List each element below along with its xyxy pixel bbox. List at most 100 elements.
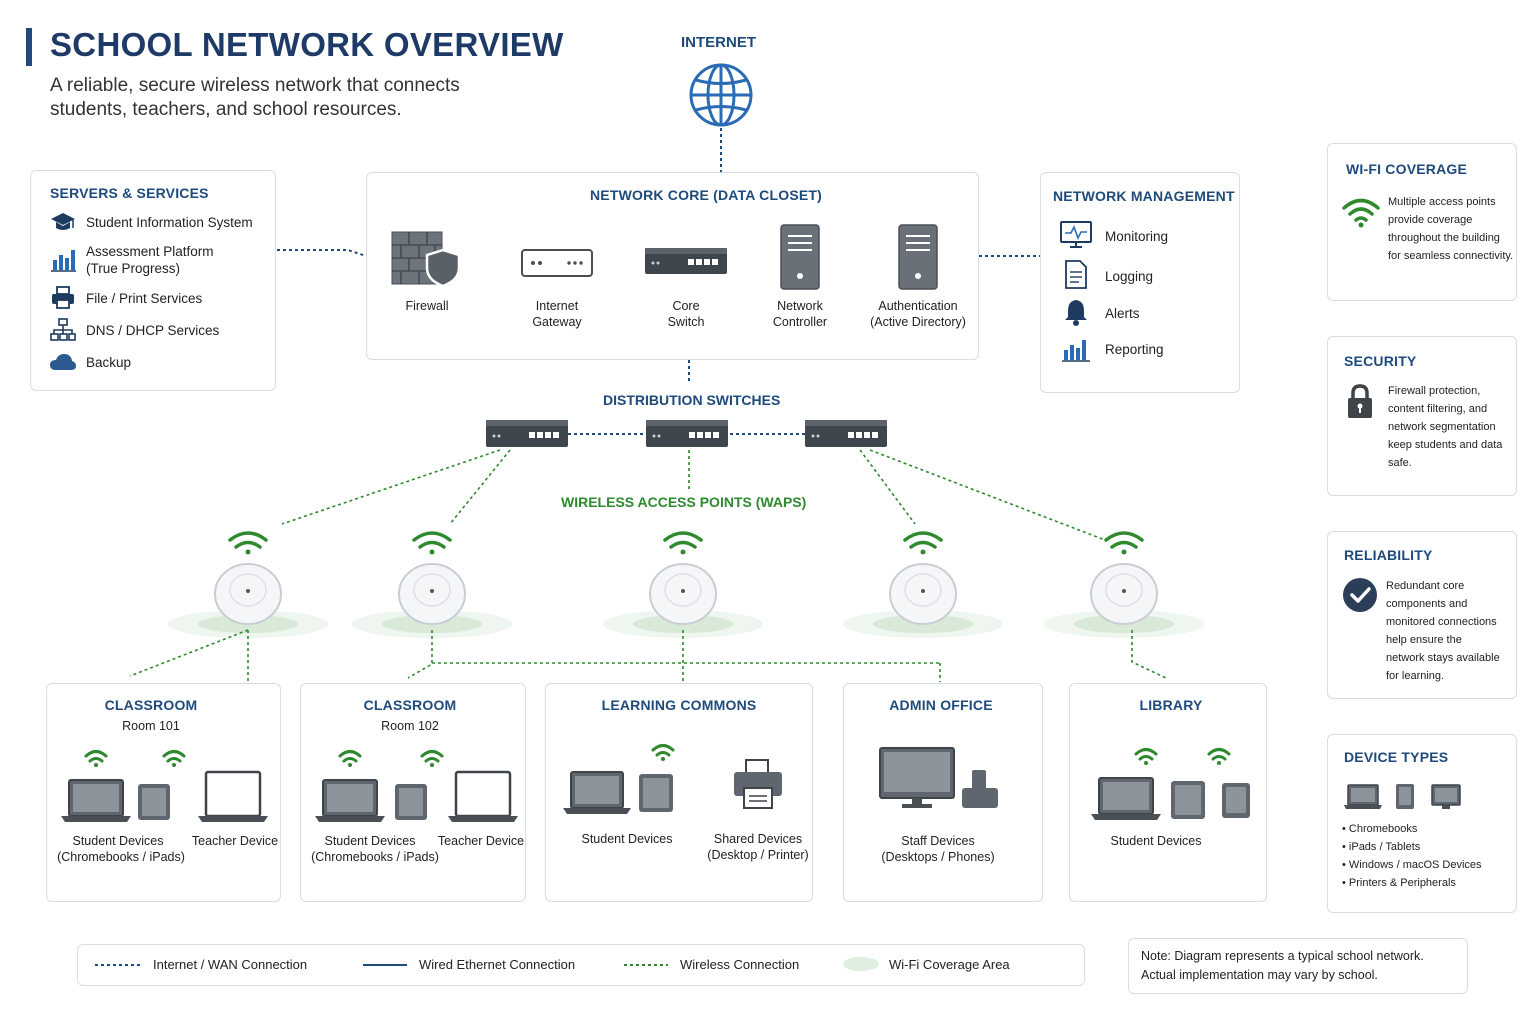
access-point-icon <box>649 531 717 625</box>
sidebar-line: for seamless connectivity. <box>1388 250 1514 262</box>
student-devices-icon <box>1091 748 1250 820</box>
core-device-auth-line1: Authentication <box>878 299 958 313</box>
sidebar-title: DEVICE TYPES <box>1344 749 1449 765</box>
room-subtitle: Room 101 <box>122 719 180 733</box>
management-title: NETWORK MANAGEMENT <box>1053 188 1235 204</box>
sidebar-line: content filtering, and <box>1388 403 1488 415</box>
device-group-label: Student Devices <box>1110 834 1202 848</box>
page-title: SCHOOL NETWORK OVERVIEW <box>50 26 564 63</box>
printer-icon <box>52 286 74 309</box>
note-line2: Actual implementation may vary by school… <box>1141 968 1378 982</box>
switch-icon <box>645 248 727 274</box>
mgmt-item-reporting: Reporting <box>1105 342 1164 357</box>
legend-swatch-wired <box>363 964 407 966</box>
document-icon <box>1065 260 1087 289</box>
shared-devices-icon <box>563 744 782 814</box>
room-title: ADMIN OFFICE <box>889 697 993 713</box>
core-device-gateway-line1: Internet <box>535 299 579 313</box>
room-title: LEARNING COMMONS <box>601 697 757 713</box>
server-item-backup: Backup <box>86 355 132 370</box>
devices-icon <box>1344 784 1461 809</box>
core-device-switch-line2: Switch <box>667 315 705 329</box>
server-item-assessment-sub: (True Progress) <box>86 261 181 276</box>
network-tree-icon <box>50 318 76 341</box>
room-title: LIBRARY <box>1139 697 1203 713</box>
core-device-controller-line1: Network <box>777 299 823 313</box>
sidebar-line: keep students and data <box>1388 439 1503 451</box>
firewall-icon <box>391 231 461 288</box>
legend-swatch-wireless <box>624 964 668 966</box>
device-group-sublabel: (Desktops / Phones) <box>881 850 995 864</box>
mgmt-item-alerts: Alerts <box>1105 306 1140 321</box>
room-title: CLASSROOM <box>363 697 457 713</box>
sidebar-line: safe. <box>1388 457 1412 469</box>
sidebar-line: • Windows / macOS Devices <box>1342 859 1482 871</box>
legend-swatch-coverage <box>843 957 879 971</box>
cloud-icon <box>50 354 76 370</box>
access-point-icon <box>214 531 282 625</box>
lock-icon <box>1348 384 1372 418</box>
core-device-switch-line1: Core <box>672 299 700 313</box>
sidebar-title: SECURITY <box>1344 353 1417 369</box>
sidebar-line: for learning. <box>1386 670 1445 682</box>
server-item-dns: DNS / DHCP Services <box>86 323 220 338</box>
legend-label-wired: Wired Ethernet Connection <box>419 957 576 972</box>
device-group-sublabel: (Chromebooks / iPads) <box>311 850 439 864</box>
switch-icon <box>486 420 568 447</box>
device-group-label: Shared Devices <box>713 832 803 846</box>
device-group-label: Staff Devices <box>901 834 975 848</box>
server-tower-icon <box>898 224 938 290</box>
legend-label-wireless: Wireless Connection <box>680 957 800 972</box>
legend-label-coverage: Wi-Fi Coverage Area <box>889 957 1010 972</box>
mgmt-item-monitoring: Monitoring <box>1105 229 1169 244</box>
sidebar-line: Redundant core <box>1386 580 1465 592</box>
sidebar-card-device-types <box>1327 734 1517 913</box>
student-devices-icon <box>315 750 518 822</box>
device-group-sublabel: (Chromebooks / iPads) <box>57 850 185 864</box>
legend-swatch-wan <box>95 964 141 966</box>
access-point-icon <box>1090 531 1158 625</box>
device-group-label: Teacher Device <box>437 834 525 848</box>
sidebar-line: help ensure the <box>1386 634 1462 646</box>
page-subtitle-line2: students, teachers, and school resources… <box>50 99 402 120</box>
switch-icon <box>646 420 728 447</box>
mgmt-item-logging: Logging <box>1105 269 1154 284</box>
sidebar-line: network stays available <box>1386 652 1500 664</box>
bar-chart-icon <box>1062 340 1090 362</box>
sidebar-line: • Printers & Peripherals <box>1342 877 1456 889</box>
staff-devices-icon <box>879 747 998 808</box>
gateway-icon <box>521 249 593 277</box>
core-device-auth-line2: (Active Directory) <box>870 315 966 329</box>
device-group-label: Teacher Device <box>191 834 279 848</box>
sidebar-line: components and <box>1386 598 1468 610</box>
globe-icon <box>689 63 753 127</box>
page-subtitle-line1: A reliable, secure wireless network that… <box>50 75 460 96</box>
server-tower-icon <box>780 224 820 290</box>
server-item-assessment: Assessment Platform <box>86 244 214 259</box>
sidebar-line: • Chromebooks <box>1342 823 1418 835</box>
sidebar-card-reliability <box>1327 531 1517 699</box>
access-point-icon <box>889 531 957 625</box>
sidebar-card-wifi <box>1327 143 1517 301</box>
network-core-title: NETWORK CORE (DATA CLOSET) <box>589 187 823 203</box>
device-group-label: Student Devices <box>581 832 673 846</box>
sidebar-line: provide coverage <box>1388 214 1473 226</box>
core-device-firewall-label: Firewall <box>405 299 449 313</box>
sidebar-title: WI-FI COVERAGE <box>1346 161 1468 177</box>
internet-label: INTERNET <box>681 34 756 51</box>
access-point-icon <box>398 531 466 625</box>
servers-title: SERVERS & SERVICES <box>50 185 209 201</box>
sidebar-line: • iPads / Tablets <box>1342 841 1421 853</box>
core-device-gateway-line2: Gateway <box>532 315 582 329</box>
title-accent-bar <box>26 28 32 66</box>
core-device-controller-line2: Controller <box>772 315 828 329</box>
room-subtitle: Room 102 <box>381 719 439 733</box>
legend-box <box>77 944 1085 986</box>
sidebar-title: RELIABILITY <box>1344 547 1433 563</box>
servers-card <box>30 170 276 391</box>
room-title: CLASSROOM <box>104 697 198 713</box>
distribution-label: DISTRIBUTION SWITCHES <box>603 392 781 408</box>
device-group-label: Student Devices <box>72 834 164 848</box>
bar-chart-icon <box>51 250 76 272</box>
device-group-sublabel: (Desktop / Printer) <box>707 848 809 862</box>
